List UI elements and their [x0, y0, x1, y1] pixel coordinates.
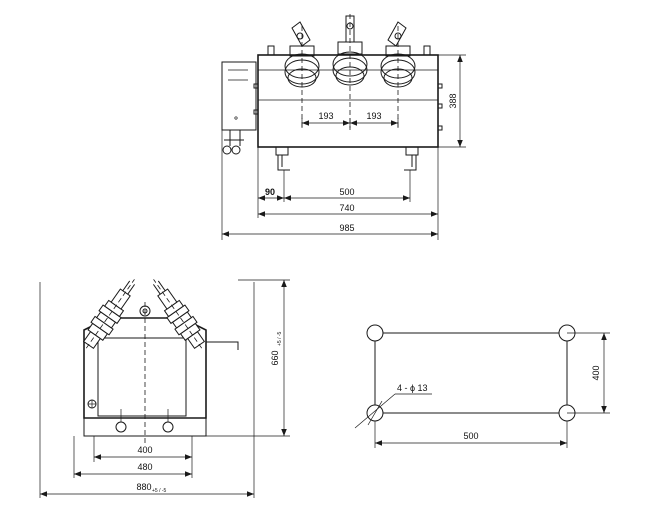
control-box [221, 61, 257, 131]
dim-500-plan: 500 [463, 431, 478, 441]
mount-plan: 4 - ϕ 13 400 500 [354, 324, 610, 448]
cable-gland-icon [222, 145, 232, 155]
dim-388: 388 [448, 93, 458, 108]
dim-740: 740 [339, 203, 354, 213]
dim-660-tolerance: +5 / -5 [277, 331, 283, 346]
main-tank [257, 54, 439, 148]
dim-880-tolerance: +5 / -5 [152, 488, 167, 494]
dim-880: 880 [136, 482, 151, 492]
top-view: 193 193 388 90 500 740 985 [221, 14, 466, 240]
hole-spec: 4 - ϕ 13 [397, 383, 428, 393]
dim-193-left: 193 [318, 111, 333, 121]
dim-90: 90 [265, 187, 275, 197]
mount-hole-icon [366, 324, 384, 342]
dim-480: 480 [137, 462, 152, 472]
bushing-center [332, 14, 368, 130]
dim-400-plan: 400 [591, 365, 601, 380]
mount-bracket-left [275, 146, 290, 171]
side-view: 400 480 880 +5 / -5 660 +5 / -5 [39, 279, 290, 498]
base-hole-icon [162, 421, 174, 433]
side-bushing-left [82, 279, 136, 350]
cable-gland-icon [231, 145, 241, 155]
mount-rectangle [374, 332, 568, 414]
dim-500-top: 500 [339, 187, 354, 197]
bushing-right [380, 21, 416, 130]
dim-400-side: 400 [137, 445, 152, 455]
dim-660: 660 [270, 350, 280, 365]
dim-193-right: 193 [366, 111, 381, 121]
base-hole-icon [115, 421, 127, 433]
side-bushing-right [152, 279, 206, 350]
dim-985: 985 [339, 223, 354, 233]
bushing-left [284, 21, 320, 130]
mount-bracket-right [404, 146, 419, 171]
